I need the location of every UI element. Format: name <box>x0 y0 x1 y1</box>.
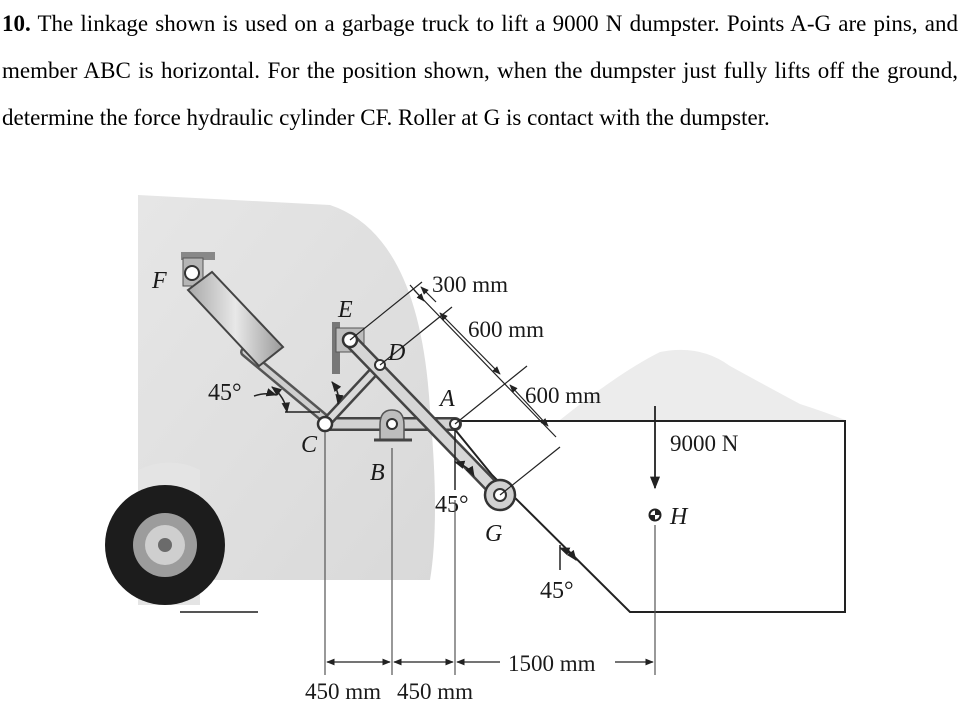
angle-cylinder-label: 45° <box>208 380 242 406</box>
pin-b <box>374 409 412 442</box>
dim-slanted <box>349 281 561 496</box>
dim-ba-label: 450 mm <box>397 679 473 704</box>
angle-cylinder <box>253 386 320 414</box>
problem-number: 10. <box>2 11 31 36</box>
problem-statement: 10. The linkage shown is used on a garba… <box>2 0 958 141</box>
angle-edg-label: 45° <box>435 492 469 518</box>
dim-ed-label: 300 mm <box>432 272 508 297</box>
dumpster <box>445 420 846 613</box>
link-cd <box>319 359 386 430</box>
truck-wheel <box>105 485 225 605</box>
angle-dumpster <box>559 545 577 570</box>
dim-ah-label: 1500 mm <box>508 651 596 676</box>
label-b: B <box>370 460 385 486</box>
angle-cd-arc <box>331 381 344 406</box>
label-d: D <box>387 340 405 366</box>
label-a: A <box>438 386 455 412</box>
point-h-marker <box>648 508 662 522</box>
problem-text: The linkage shown is used on a garbage t… <box>2 11 958 130</box>
label-h: H <box>669 504 689 530</box>
extension-lines <box>324 432 656 675</box>
label-f: F <box>151 268 167 294</box>
garbage-pile <box>560 349 845 420</box>
dim-da-label: 600 mm <box>468 317 544 342</box>
label-c: C <box>301 432 318 458</box>
dim-cb-label: 450 mm <box>305 679 381 704</box>
angle-dumpster-label: 45° <box>540 578 574 604</box>
pin-c <box>316 415 334 433</box>
load-label: 9000 N <box>670 431 739 456</box>
angle-edg <box>453 430 475 490</box>
label-e: E <box>337 297 353 323</box>
dim-ag-label: 600 mm <box>525 383 601 408</box>
label-g: G <box>485 521 502 547</box>
